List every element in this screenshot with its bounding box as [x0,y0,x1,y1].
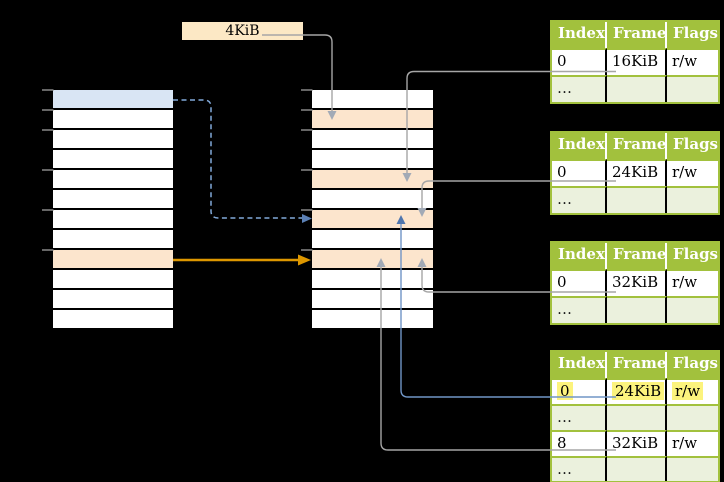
level2-row [312,150,433,170]
virtual-row [53,170,173,190]
level2-row-8-orange [312,250,433,270]
level2-row [312,270,433,290]
header-frame: Frame [607,22,667,48]
level2-row [312,90,433,110]
virtual-row [53,290,173,310]
arrow-virtual-row0-to-level2-row6 [173,99,302,219]
level2-page-table [312,90,433,330]
level2-row-6-orange [312,210,433,230]
cell-flags: r/w [667,159,718,186]
virtual-row [53,190,173,210]
cell-empty [667,456,718,481]
cell-frame: 16KiB [607,48,667,75]
level2-row [312,290,433,310]
level2-row [312,230,433,250]
cell-empty [607,404,667,430]
cell-empty [667,404,718,430]
cell-empty [607,456,667,481]
virtual-row-8-orange [53,250,173,270]
virtual-row [53,130,173,150]
cell-empty [667,186,718,213]
cell-empty [607,296,667,323]
blue-dashed-arrowhead [302,214,312,223]
header-flags: Flags [667,133,718,159]
cell-flags: r/w [667,269,718,296]
cell-index: 0 [552,269,607,296]
cell-frame: 32KiB [607,269,667,296]
header-flags: Flags [667,352,718,378]
cell-index: 0 [552,48,607,75]
cell-index: 0 [552,159,607,186]
cell-frame: 24KiB [607,159,667,186]
virtual-row [53,230,173,250]
header-flags: Flags [667,243,718,269]
virtual-row [53,270,173,290]
header-index: Index [552,133,607,159]
level2-row-1-orange [312,110,433,130]
page-table-32kib: Index Frame Flags 0 32KiB r/w … [550,241,720,325]
cell-index: 8 [552,430,607,456]
cell-empty [667,296,718,323]
header-frame: Frame [607,352,667,378]
cell-flags-highlighted: r/w [667,378,718,404]
header-index: Index [552,352,607,378]
cell-empty [667,75,718,102]
cell-ellipsis: … [552,186,607,213]
cell-ellipsis: … [552,75,607,102]
virtual-row [53,110,173,130]
header-frame: Frame [607,243,667,269]
cell-empty [607,186,667,213]
yellow-highlight: 24KiB [612,382,665,400]
header-index: Index [552,243,607,269]
cell-ellipsis: … [552,456,607,481]
cell-ellipsis: … [552,296,607,323]
header-index: Index [552,22,607,48]
page-table-16kib: Index Frame Flags 0 16KiB r/w … [550,20,720,104]
cell-index-highlighted: 0 [552,378,607,404]
page-table-24kib: Index Frame Flags 0 24KiB r/w … [550,131,720,215]
cell-flags: r/w [667,48,718,75]
virtual-row [53,310,173,330]
level2-row [312,190,433,210]
cell-ellipsis: … [552,404,607,430]
orange-arrowhead [298,254,311,266]
virtual-row [53,150,173,170]
level2-row [312,310,433,330]
level2-row-4-orange [312,170,433,190]
yellow-highlight: r/w [672,382,704,400]
page-table-mixed: Index Frame Flags 0 24KiB r/w … 8 32KiB … [550,350,720,482]
header-frame: Frame [607,133,667,159]
page-size-label: 4KiB [182,22,303,40]
cell-empty [607,75,667,102]
virtual-memory-table [53,90,173,330]
virtual-row [53,210,173,230]
cell-flags: r/w [667,430,718,456]
header-flags: Flags [667,22,718,48]
cell-frame-highlighted: 24KiB [607,378,667,404]
virtual-row-0-blue [53,90,173,110]
level2-row [312,130,433,150]
cell-frame: 32KiB [607,430,667,456]
yellow-highlight: 0 [557,382,573,400]
